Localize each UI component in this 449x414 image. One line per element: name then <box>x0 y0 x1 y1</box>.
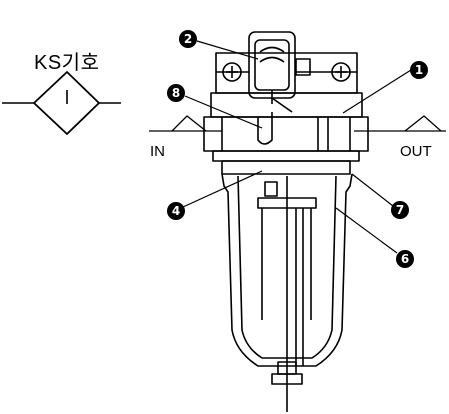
filter-head <box>203 52 369 175</box>
callout-6-number: 6 <box>401 252 409 266</box>
ks-filter-symbol <box>2 71 121 135</box>
callout-7: 7 <box>391 201 409 219</box>
top-gauge <box>248 31 296 113</box>
callout-4-number: 4 <box>172 204 180 218</box>
callout-1-number: 1 <box>415 63 423 77</box>
callout-2-number: 2 <box>184 32 192 46</box>
flow-arrows <box>149 115 446 132</box>
callout-1: 1 <box>410 61 428 79</box>
port-out-label: OUT <box>400 143 432 160</box>
callout-2: 2 <box>179 30 197 48</box>
callout-8: 8 <box>167 84 185 102</box>
callout-6: 6 <box>396 250 414 268</box>
callout-8-number: 8 <box>172 86 180 100</box>
filter-bowl <box>221 173 353 412</box>
port-in-label: IN <box>150 143 165 160</box>
callout-leaders <box>182 40 412 254</box>
ks-symbol-title: KS기호 <box>34 52 100 74</box>
callout-4: 4 <box>167 202 185 220</box>
callout-7-number: 7 <box>396 203 404 217</box>
